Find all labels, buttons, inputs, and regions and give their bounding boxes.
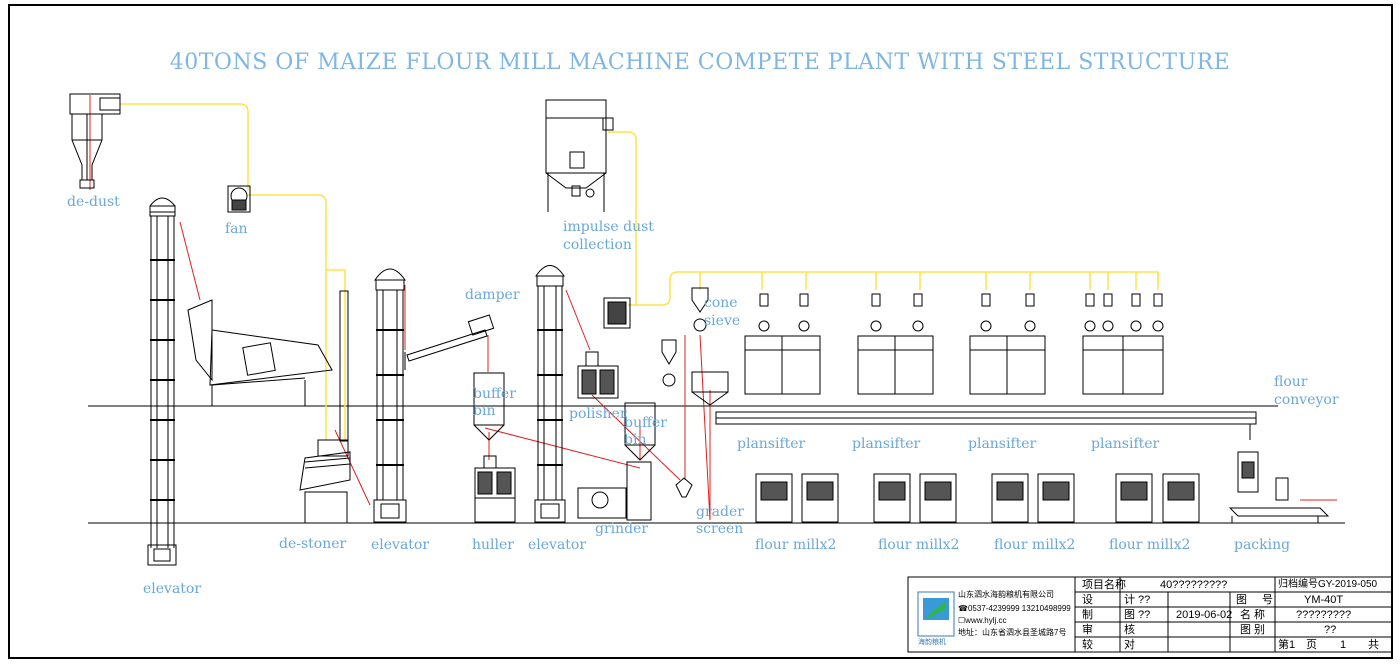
flour-mill-pair-1: [755, 473, 839, 523]
tb-address: 地址：山东省泗水县圣城路7号: [958, 628, 1067, 637]
second-fan: [603, 297, 631, 329]
plansifter-4: [1082, 293, 1164, 395]
tb-r1-value: 40?????????: [1160, 579, 1228, 591]
tb-r4-c: 图 别: [1240, 624, 1266, 636]
aspiration-post: [339, 290, 349, 442]
tb-company: 山东泗水海韵粮机有限公司: [958, 590, 1054, 599]
drawing-title: 40TONS OF MAIZE FLOUR MILL MACHINE COMPE…: [169, 50, 1231, 75]
label-plansifter-2: plansifter: [852, 436, 921, 452]
tb-r2-b: 计 ??: [1124, 594, 1151, 606]
tb-r2-d: 号: [1262, 594, 1273, 606]
label-flour-mill-2: flour millx2: [878, 537, 960, 553]
label-buffer-bin-1b: bin: [473, 403, 496, 419]
label-elevator-3: elevator: [528, 537, 587, 553]
tb-r3-d: 名 称: [1240, 609, 1266, 621]
bucket-elevator-3: [534, 265, 566, 523]
tb-r2-a: 设: [1082, 594, 1093, 606]
tb-web: ☐www.hylj.cc: [958, 616, 1007, 625]
dust-duct-network: [120, 103, 1159, 440]
label-flour-mill-1: flour millx2: [755, 537, 837, 553]
title-block-grid: [907, 576, 1393, 653]
tb-logo-text: 海韵粮机: [918, 639, 946, 646]
tb-r3-b: 图 ??: [1124, 609, 1151, 621]
label-elevator-2: elevator: [371, 537, 430, 553]
label-huller: huller: [472, 537, 514, 553]
tb-r4-b: 核: [1124, 624, 1135, 636]
label-cone: cone: [704, 295, 738, 311]
tb-r5-e: 1: [1340, 639, 1347, 651]
plansifters: [744, 293, 1164, 395]
impulse-dust-collector: [545, 99, 614, 212]
screw-conveyor: [404, 314, 495, 370]
label-polisher: polisher: [569, 406, 627, 422]
label-de-stoner: de-stoner: [279, 536, 347, 552]
cone-sieves: [661, 287, 709, 387]
label-flour-mill-3: flour millx2: [994, 537, 1076, 553]
plansifter-2: [857, 293, 934, 395]
label-grinder: grinder: [595, 521, 649, 537]
drawing-border: [8, 4, 1393, 659]
flour-mill-pair-4: [1115, 473, 1200, 523]
tb-r3-a: 制: [1082, 609, 1093, 621]
de-dust-cyclone: [69, 93, 121, 189]
tb-phone: ☎0537-4239999 13210498999: [958, 604, 1071, 613]
fan-unit: [227, 185, 251, 213]
label-buffer-bin-1: buffer: [473, 386, 516, 402]
tb-r2-c: 图: [1236, 594, 1247, 606]
plansifter-1: [744, 293, 821, 395]
tb-r4-d: ??: [1324, 624, 1337, 636]
label-collection: collection: [563, 237, 632, 253]
label-screen: screen: [696, 521, 744, 537]
flour-conveyor: [715, 411, 1257, 440]
company-logo: [917, 591, 955, 637]
label-grader: grader: [696, 504, 744, 520]
tb-r4-a: 审: [1082, 624, 1093, 636]
label-sieve: sieve: [704, 313, 741, 329]
polisher-machine: [577, 351, 619, 399]
tb-r5-c: 第1: [1278, 639, 1296, 651]
grinder-machine: [577, 461, 652, 521]
tb-r1-label: 项目名称: [1082, 579, 1126, 591]
flour-mill-pair-3: [991, 473, 1075, 523]
huller-machine: [474, 455, 516, 523]
tb-r5-b: 对: [1124, 639, 1135, 651]
vibrating-sieve: [187, 299, 333, 406]
tb-r2-e: YM-40T: [1304, 594, 1344, 606]
de-stoner-machine: [299, 439, 351, 524]
flour-mills: [755, 473, 1200, 523]
label-elevator-main: elevator: [143, 581, 202, 597]
label-de-dust: de-dust: [67, 194, 120, 210]
grader-screen: [675, 371, 729, 498]
tb-r3-date: 2019-06-02: [1176, 609, 1233, 621]
plansifter-3: [969, 293, 1046, 395]
tb-r5-d: 页: [1306, 639, 1317, 651]
label-damper: damper: [465, 287, 520, 303]
label-plansifter-4: plansifter: [1091, 436, 1160, 452]
tb-r5-f: 共: [1368, 639, 1379, 651]
label-plansifter-3: plansifter: [968, 436, 1037, 452]
bucket-elevator-2: [373, 268, 407, 523]
packing-machine: [1228, 451, 1330, 523]
label-buffer-bin-2b: bin: [624, 432, 647, 448]
tb-r5-a: 较: [1082, 639, 1093, 651]
label-impulse-dust: impulse dust: [563, 219, 654, 235]
tb-r3-e: ?????????: [1296, 609, 1352, 621]
label-buffer-bin-2: buffer: [624, 415, 667, 431]
label-conveyor: conveyor: [1274, 392, 1339, 408]
bucket-elevator-main: [147, 197, 177, 566]
label-plansifter-1: plansifter: [737, 436, 806, 452]
tb-r1-archive: 归档编号GY-2019-050: [1278, 579, 1378, 590]
material-flow-links: [89, 95, 1337, 521]
label-fan: fan: [225, 221, 248, 237]
buffer-bin-2: [624, 402, 656, 461]
buffer-bin-1: [473, 372, 505, 441]
label-flour: flour: [1274, 374, 1308, 390]
label-packing: packing: [1234, 537, 1291, 553]
label-flour-mill-4: flour millx2: [1109, 537, 1191, 553]
flour-mill-pair-2: [873, 473, 957, 523]
